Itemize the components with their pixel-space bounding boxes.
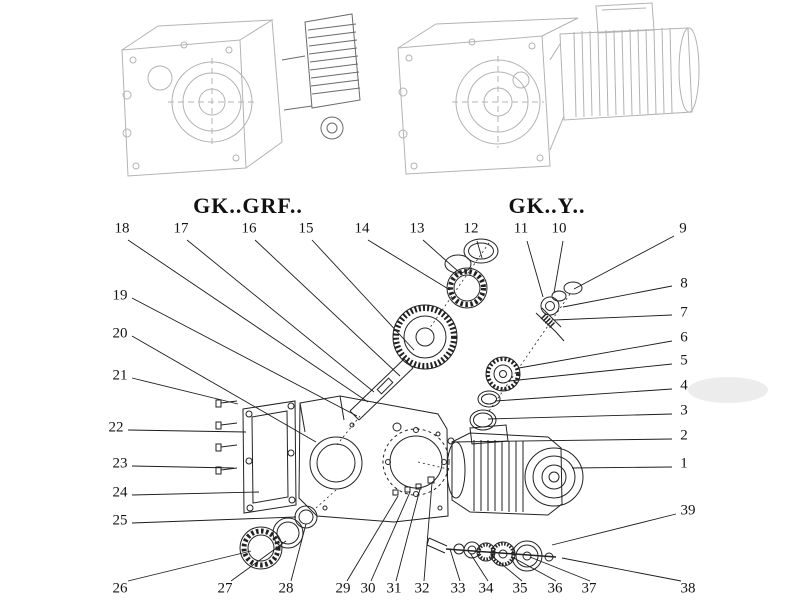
part-number-35: 35 xyxy=(512,580,528,597)
part-number-25: 25 xyxy=(112,512,128,529)
part-number-3: 3 xyxy=(680,402,688,419)
part-number-4: 4 xyxy=(680,377,688,394)
part-number-15: 15 xyxy=(298,220,314,237)
part-number-31: 31 xyxy=(386,580,402,597)
model-label-gk-grf: GK..GRF.. xyxy=(193,193,303,218)
part-number-18: 18 xyxy=(114,220,130,237)
part-number-37: 37 xyxy=(581,580,597,597)
part-number-13: 13 xyxy=(409,220,425,237)
part-number-32: 32 xyxy=(414,580,430,597)
part-number-8: 8 xyxy=(680,275,688,292)
part-number-14: 14 xyxy=(354,220,370,237)
gearbox-grf-drawing xyxy=(121,19,283,177)
part-number-16: 16 xyxy=(241,220,257,237)
part-number-11: 11 xyxy=(513,220,529,237)
part-number-22: 22 xyxy=(108,419,124,436)
gearbox-grf-fin-cover xyxy=(281,13,361,140)
model-label-gk-y: GK..Y.. xyxy=(508,193,586,218)
part-number-7: 7 xyxy=(680,304,688,321)
part-number-27: 27 xyxy=(217,580,233,597)
watermark-smudge xyxy=(688,377,768,403)
part-number-19: 19 xyxy=(112,287,128,304)
part-number-10: 10 xyxy=(551,220,567,237)
exploded-view-drawing xyxy=(215,238,584,572)
part-number-34: 34 xyxy=(478,580,494,597)
part-number-28: 28 xyxy=(278,580,294,597)
part-number-24: 24 xyxy=(112,484,128,501)
part-number-26: 26 xyxy=(112,580,128,597)
part-number-30: 30 xyxy=(360,580,376,597)
part-number-2: 2 xyxy=(680,427,688,444)
leader-lines xyxy=(127,235,682,582)
part-number-39: 39 xyxy=(680,502,696,519)
part-number-12: 12 xyxy=(463,220,479,237)
part-number-6: 6 xyxy=(680,329,688,346)
gearbox-y-drawing xyxy=(397,2,700,175)
part-number-21: 21 xyxy=(112,367,128,384)
part-number-9: 9 xyxy=(679,220,687,237)
part-number-23: 23 xyxy=(112,455,128,472)
part-number-1: 1 xyxy=(680,455,688,472)
part-number-38: 38 xyxy=(680,580,696,597)
part-number-36: 36 xyxy=(547,580,563,597)
part-number-20: 20 xyxy=(112,325,128,342)
part-number-5: 5 xyxy=(680,352,688,369)
part-number-17: 17 xyxy=(173,220,189,237)
part-number-33: 33 xyxy=(450,580,466,597)
part-number-29: 29 xyxy=(335,580,351,597)
